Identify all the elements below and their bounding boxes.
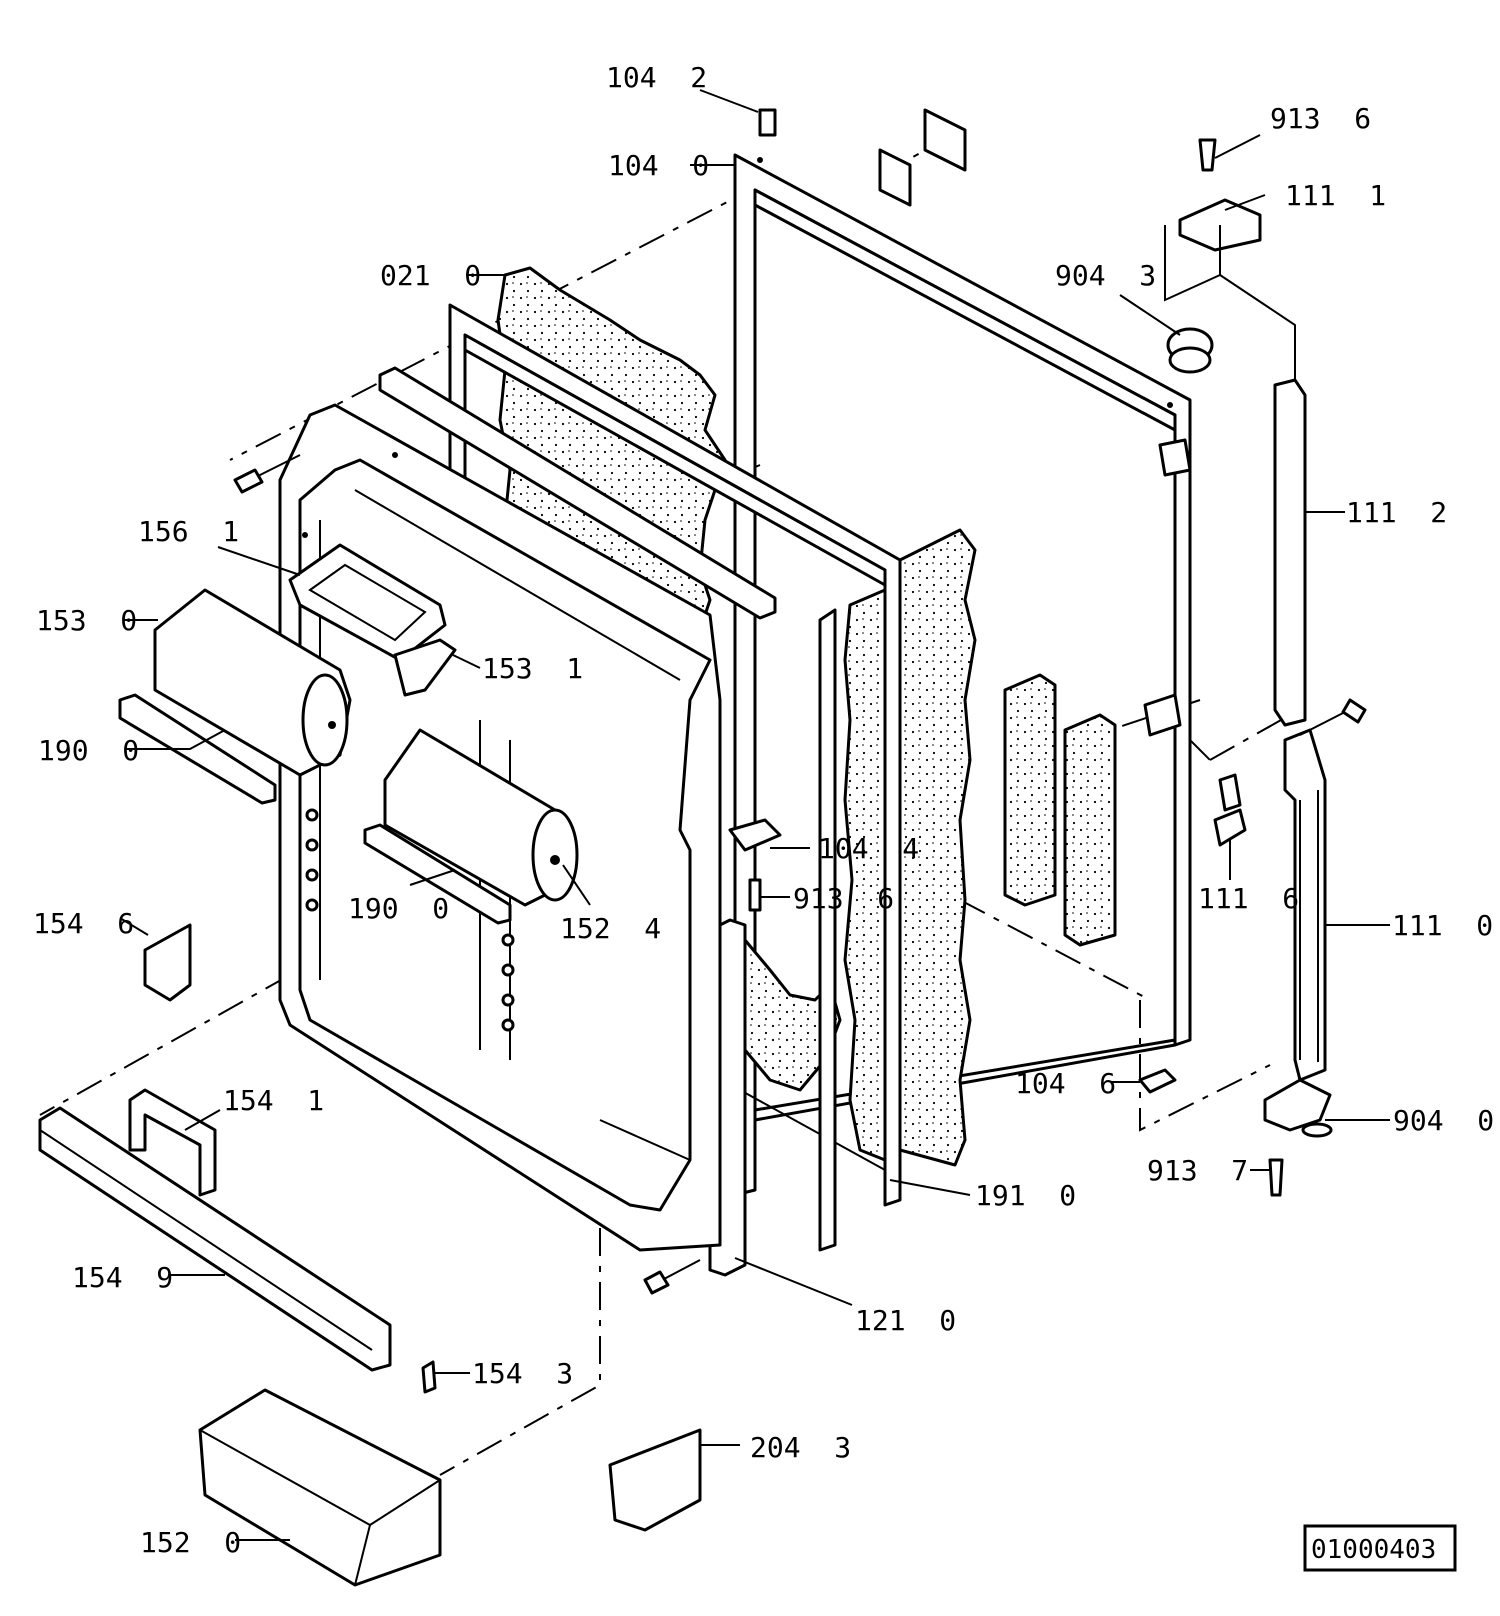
label-021-0: 021 0 <box>380 259 481 292</box>
label-913-6-b: 913 6 <box>793 882 894 915</box>
label-153-1: 153 1 <box>482 652 583 685</box>
label-154-1: 154 1 <box>223 1084 324 1117</box>
screw-icon-right <box>1341 698 1367 724</box>
label-153-0: 153 0 <box>36 604 137 637</box>
clip-154-1 <box>128 1088 217 1197</box>
label-111-2: 111 2 <box>1346 496 1447 529</box>
tray-156-1 <box>288 543 447 662</box>
label-190-0-b: 190 0 <box>348 892 449 925</box>
screw-icon-left <box>233 454 301 494</box>
door-strip-inner <box>818 608 837 1252</box>
screw-icon-104-2 <box>758 108 777 137</box>
screw-icon-913-6-top <box>1198 138 1217 172</box>
label-154-6: 154 6 <box>33 907 134 940</box>
foot-904-0 <box>1301 1122 1333 1138</box>
screw-icon-913-6-mid <box>748 878 762 912</box>
channel-111-2 <box>1273 378 1307 727</box>
label-154-3: 154 3 <box>472 1357 573 1390</box>
liner-holes <box>305 808 515 1032</box>
leader-lines <box>119 89 1390 1541</box>
label-913-7: 913 7 <box>1147 1154 1248 1187</box>
foam-block-2 <box>1063 713 1117 947</box>
clip-154-6 <box>143 923 192 1002</box>
pad-square-2 <box>923 108 967 172</box>
hinge-plate-104-6 <box>1138 1068 1177 1094</box>
foam-insulation-lower <box>743 938 842 1092</box>
label-104-4: 104 4 <box>818 832 919 865</box>
bracket-153-1 <box>393 638 457 697</box>
label-204-3: 204 3 <box>750 1431 851 1464</box>
label-111-6: 111 6 <box>1198 882 1299 915</box>
label-156-1: 156 1 <box>138 515 239 548</box>
hinge-clip-111-6 <box>1218 773 1242 812</box>
screw-icon-bottom <box>643 1259 701 1295</box>
shelf-cover-152-4 <box>383 728 579 907</box>
hinge-bottom-111-0 <box>1263 1078 1332 1132</box>
label-904-3: 904 3 <box>1055 259 1156 292</box>
label-111-1: 111 1 <box>1285 179 1386 212</box>
top-strip <box>378 366 777 620</box>
label-191-0: 191 0 <box>975 1179 1076 1212</box>
reference-number-box: 01000403 <box>1303 1524 1457 1572</box>
spacer-111-6 <box>1213 808 1247 847</box>
door-bin-152-0 <box>198 1388 442 1587</box>
foam-insulation-mid <box>843 588 887 1162</box>
label-190-0-a: 190 0 <box>38 734 139 767</box>
label-913-6-a: 913 6 <box>1270 102 1371 135</box>
label-152-4: 152 4 <box>560 912 661 945</box>
screw-icon-913-7 <box>1268 1158 1284 1197</box>
shelf-rail-190-0a <box>118 693 277 805</box>
bracket-204-3 <box>608 1428 702 1532</box>
pad-square-1 <box>878 148 912 207</box>
label-152-0: 152 0 <box>140 1526 241 1559</box>
cap-904-3 <box>1166 327 1214 374</box>
reference-number: 01000403 <box>1311 1535 1436 1565</box>
label-904-0: 904 0 <box>1393 1104 1494 1137</box>
foam-block-1 <box>1003 673 1057 907</box>
hinge-104-4 <box>728 818 782 852</box>
bracket-mid-right <box>1158 438 1192 477</box>
shelf-rail-190-0b <box>363 823 512 925</box>
foam-insulation-right <box>898 528 977 1167</box>
bracket-mid-right-2 <box>1143 693 1182 737</box>
label-104-0: 104 0 <box>608 149 709 182</box>
label-111-0: 111 0 <box>1392 909 1493 942</box>
label-154-9: 154 9 <box>72 1261 173 1294</box>
label-121-0: 121 0 <box>855 1304 956 1337</box>
label-104-6: 104 6 <box>1015 1067 1116 1100</box>
clip-154-3 <box>421 1360 437 1394</box>
label-104-2: 104 2 <box>606 61 707 94</box>
shelf-cover-153-0 <box>153 588 352 777</box>
part-labels: 104 2 104 0 021 0 156 1 153 0 153 1 190 … <box>33 61 1494 1559</box>
